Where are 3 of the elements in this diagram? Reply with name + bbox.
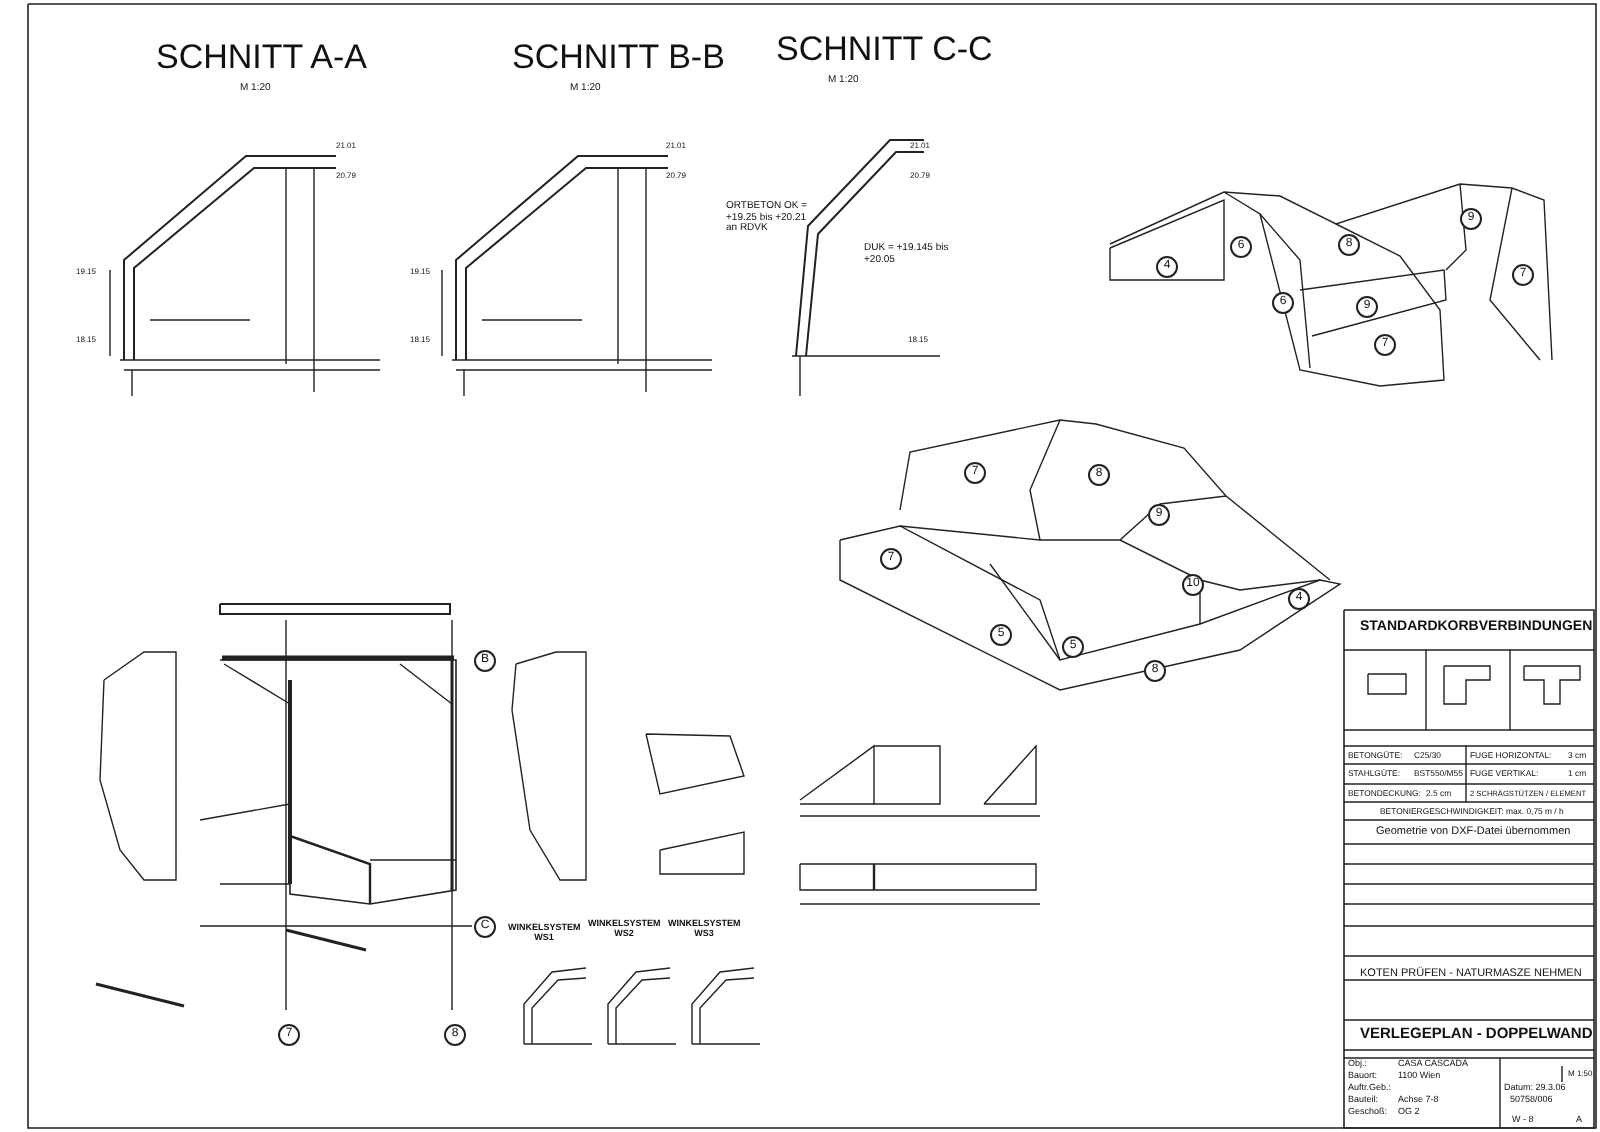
section-title: SCHNITT A-A [156, 40, 367, 78]
section-title: SCHNITT C-C [776, 32, 993, 70]
section-title: SCHNITT B-B [512, 40, 725, 78]
